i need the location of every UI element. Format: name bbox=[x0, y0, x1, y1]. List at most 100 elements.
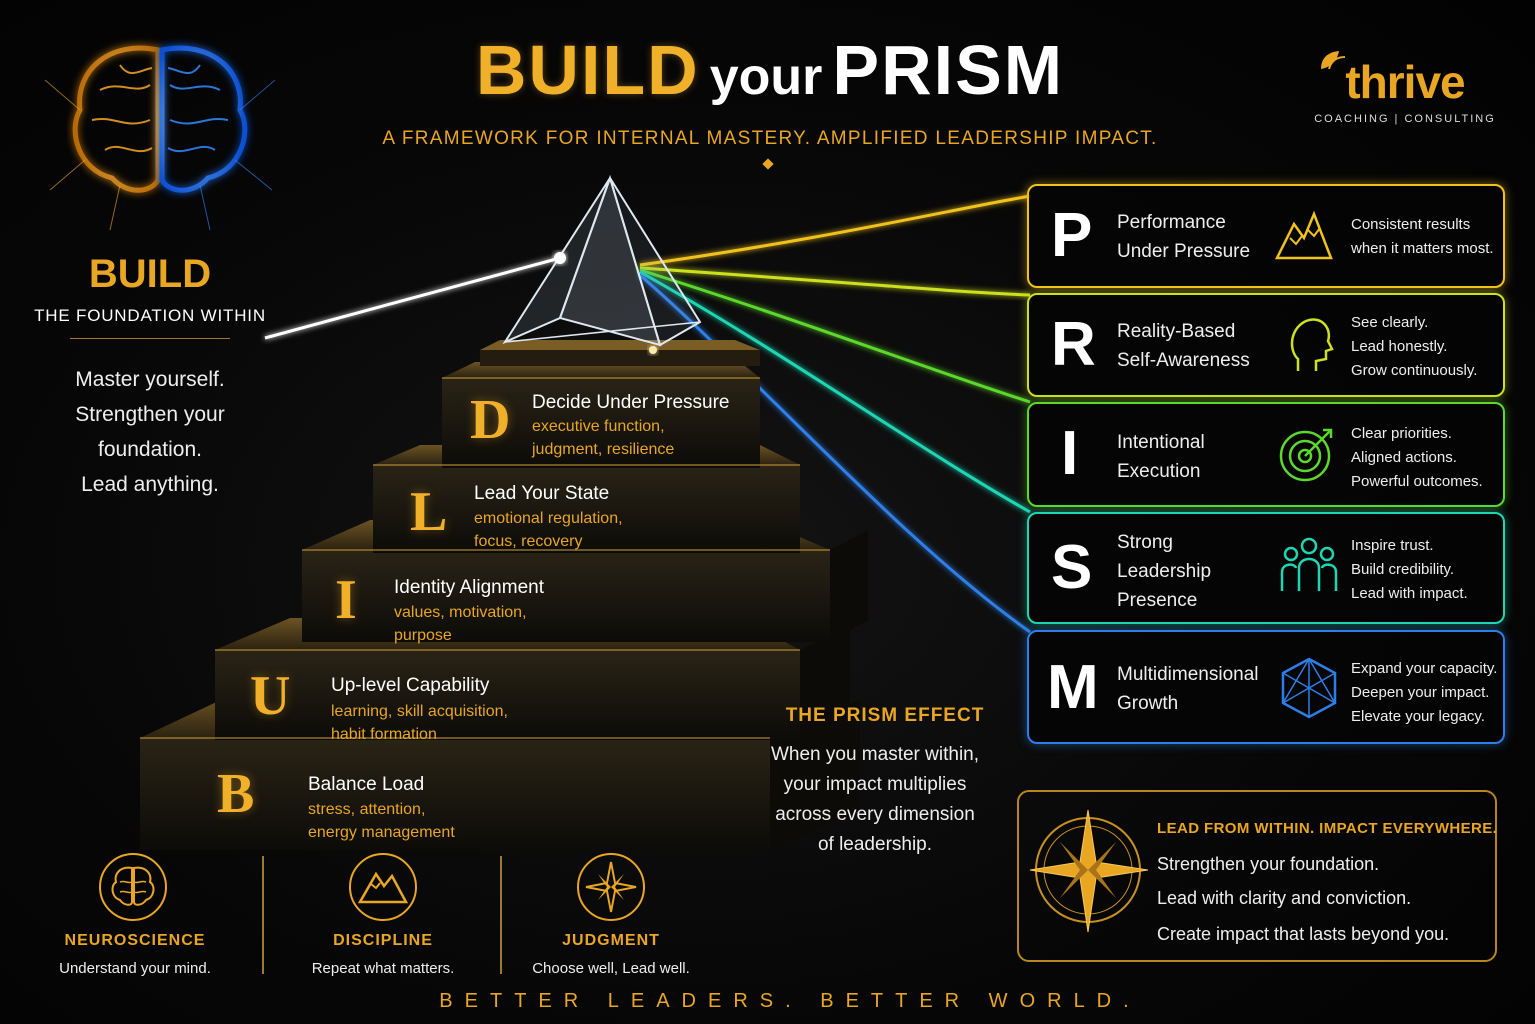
prism-title-i-2: Execution bbox=[1117, 461, 1201, 482]
step-title-b: Balance Load bbox=[308, 774, 425, 795]
people-group-icon bbox=[1280, 537, 1338, 591]
mountain-icon bbox=[349, 853, 417, 921]
lead-line-1: Strengthen your foundation. bbox=[1157, 854, 1380, 874]
step-desc-u-1: learning, skill acquisition, bbox=[331, 703, 508, 720]
prism-card-m: M Multidimensional Growth Expand your ca… bbox=[1027, 630, 1505, 744]
beam-i bbox=[639, 268, 1031, 404]
prism-desc-i-1: Clear priorities. bbox=[1351, 425, 1452, 442]
prism-title-m-2: Growth bbox=[1117, 693, 1179, 714]
step-desc-i-1: values, motivation, bbox=[394, 604, 527, 621]
compass-star-icon bbox=[1030, 809, 1149, 933]
lead-heading: LEAD FROM WITHIN. IMPACT EVERYWHERE. bbox=[1157, 820, 1498, 837]
prism-desc-s: Inspire trust. Build credibility. Lead w… bbox=[1351, 534, 1468, 606]
pillar-label-discipline: DISCIPLINE bbox=[333, 932, 433, 949]
prism-desc-s-3: Lead with impact. bbox=[1351, 585, 1468, 602]
beam-m bbox=[639, 273, 1031, 634]
prism-title-m-1: Multidimensional bbox=[1117, 664, 1259, 685]
prism-title-m: Multidimensional Growth bbox=[1117, 660, 1259, 718]
lead-line-2: Lead with clarity and conviction. bbox=[1157, 888, 1412, 908]
prism-title-p-2: Under Pressure bbox=[1117, 241, 1251, 262]
footer-tagline: BETTER LEADERS. BETTER WORLD. bbox=[439, 990, 1141, 1012]
beam-p bbox=[639, 194, 1031, 267]
prism-card-r: R Reality-Based Self-Awareness See clear… bbox=[1027, 293, 1505, 397]
build-subheading: THE FOUNDATION WITHIN bbox=[34, 306, 266, 325]
step-desc-d-1: executive function, bbox=[532, 418, 665, 435]
title-your: your bbox=[709, 48, 823, 106]
prism-desc-m-2: Deepen your impact. bbox=[1351, 684, 1490, 701]
prism-desc-s-2: Build credibility. bbox=[1351, 561, 1455, 578]
prism-letter-i: I bbox=[1061, 419, 1079, 488]
step-desc-u: learning, skill acquisition, habit forma… bbox=[331, 700, 508, 746]
pillar-label-neuroscience: NEUROSCIENCE bbox=[64, 932, 206, 949]
prism-desc-r: See clearly. Lead honestly. Grow continu… bbox=[1351, 311, 1477, 383]
build-heading: BUILD bbox=[88, 252, 212, 296]
prism-card-p: P Performance Under Pressure Consistent … bbox=[1027, 184, 1505, 288]
step-letter-d: D bbox=[470, 389, 511, 451]
subtitle: A FRAMEWORK FOR INTERNAL MASTERY. AMPLIF… bbox=[382, 128, 1158, 149]
prism-effect-line-2: your impact multiplies bbox=[783, 774, 967, 795]
prism-effect-heading: THE PRISM EFFECT bbox=[785, 705, 985, 726]
step-title-l: Lead Your State bbox=[474, 483, 610, 504]
build-line-4: Lead anything. bbox=[81, 473, 219, 496]
prism-effect-line-3: across every dimension bbox=[775, 804, 975, 825]
prism-desc-i-2: Aligned actions. bbox=[1351, 449, 1457, 466]
step-desc-l: emotional regulation, focus, recovery bbox=[474, 507, 623, 553]
step-letter-i: I bbox=[335, 569, 357, 631]
logo-name: thrive bbox=[1345, 56, 1465, 108]
step-letter-b: B bbox=[217, 763, 255, 825]
mountain-icon bbox=[1274, 210, 1333, 260]
prism-desc-r-1: See clearly. bbox=[1351, 314, 1429, 331]
prism-effect-line-4: of leadership. bbox=[817, 834, 933, 855]
pillar-text-neuroscience: Understand your mind. bbox=[59, 960, 211, 977]
cube-network-icon bbox=[1281, 657, 1337, 719]
step-desc-b-1: stress, attention, bbox=[308, 801, 426, 818]
step-letter-u: U bbox=[250, 665, 291, 727]
prism-title-p: Performance Under Pressure bbox=[1117, 208, 1250, 266]
prism-title-p-1: Performance bbox=[1117, 212, 1226, 233]
prism-desc-r-2: Lead honestly. bbox=[1351, 338, 1448, 355]
prism-effect-text: When you master within, your impact mult… bbox=[760, 740, 990, 860]
step-title-d: Decide Under Pressure bbox=[532, 392, 730, 413]
prism-letter-p: P bbox=[1051, 201, 1093, 270]
prism-desc-m-3: Elevate your legacy. bbox=[1351, 708, 1485, 725]
step-desc-u-2: habit formation bbox=[331, 726, 437, 743]
prism-title-s-2: Leadership bbox=[1117, 561, 1212, 582]
prism-desc-i-3: Powerful outcomes. bbox=[1351, 473, 1483, 490]
thrive-logo: thrive COACHING | CONSULTING bbox=[1305, 51, 1505, 125]
beam-s bbox=[639, 270, 1031, 514]
step-title-u: Up-level Capability bbox=[331, 675, 490, 696]
prism-desc-m: Expand your capacity. Deepen your impact… bbox=[1351, 657, 1497, 729]
prism-letter-s: S bbox=[1051, 533, 1093, 602]
build-divider bbox=[70, 338, 230, 339]
prism-title-r-2: Self-Awareness bbox=[1117, 350, 1250, 371]
white-light-beam bbox=[264, 256, 561, 340]
prism-letter-m: M bbox=[1047, 653, 1099, 722]
step-desc-b: stress, attention, energy management bbox=[308, 798, 455, 844]
prism-title-r-1: Reality-Based bbox=[1117, 321, 1236, 342]
prism-title-s-3: Presence bbox=[1117, 590, 1198, 611]
pillar-divider-2 bbox=[500, 856, 502, 974]
build-line-1: Master yourself. bbox=[75, 368, 225, 391]
step-desc-i-2: purpose bbox=[394, 627, 452, 644]
lead-line-3: Create impact that lasts beyond you. bbox=[1157, 924, 1450, 944]
brain-icon bbox=[99, 853, 167, 921]
pillar-text-judgment: Choose well, Lead well. bbox=[532, 960, 690, 977]
step-desc-i: values, motivation, purpose bbox=[394, 601, 527, 647]
prism-effect-line-1: When you master within, bbox=[770, 744, 980, 765]
target-icon bbox=[1279, 428, 1333, 482]
prism-desc-p-2: when it matters most. bbox=[1351, 240, 1494, 257]
prism-desc-p-1: Consistent results bbox=[1351, 216, 1471, 233]
prism-title-i: Intentional Execution bbox=[1117, 428, 1205, 486]
prism-title-i-1: Intentional bbox=[1117, 432, 1205, 453]
pillar-divider-1 bbox=[262, 856, 264, 974]
beam-r bbox=[639, 266, 1031, 297]
prism-title-r: Reality-Based Self-Awareness bbox=[1117, 317, 1250, 375]
prism-desc-i: Clear priorities. Aligned actions. Power… bbox=[1351, 422, 1483, 494]
prism-desc-r-3: Grow continuously. bbox=[1351, 362, 1478, 379]
leaf-icon bbox=[1321, 51, 1346, 70]
glass-prism bbox=[502, 174, 702, 354]
title-build: BUILD bbox=[475, 31, 700, 109]
title-prism: PRISM bbox=[832, 31, 1065, 109]
pillar-text-discipline: Repeat what matters. bbox=[311, 960, 455, 977]
